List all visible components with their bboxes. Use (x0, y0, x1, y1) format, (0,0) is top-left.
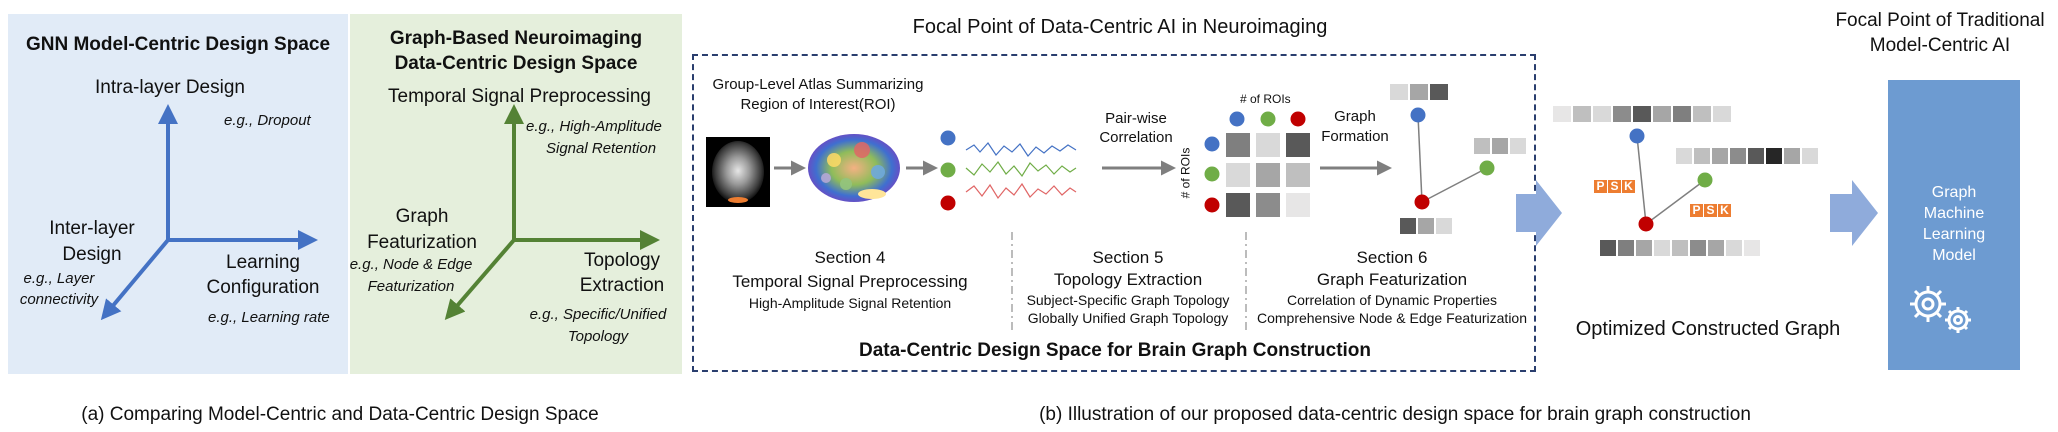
featurization-axis (444, 238, 516, 321)
learning-label-2: Configuration (206, 277, 320, 298)
section-5-subtitle: Topology Extraction (1053, 270, 1203, 289)
optimized-graph (1553, 106, 1818, 256)
topology-label-2: Extraction (579, 275, 665, 296)
inter-layer-label-1: Inter-layer (49, 218, 135, 239)
formed-graph (1390, 84, 1526, 234)
graph-to-model-arrow (1830, 180, 1878, 246)
section-5-detail-1: Subject-Specific Graph Topology (1026, 292, 1230, 308)
badge-s-1: S (1610, 179, 1619, 193)
section-5-detail-2: Globally Unified Graph Topology (1027, 310, 1229, 326)
num-rois-col-label: # of ROIs (1240, 92, 1291, 106)
topology-example-2: Topology (567, 328, 629, 345)
graph-formation-label-1: Graph (1334, 108, 1376, 125)
fmri-scan-image (706, 137, 770, 207)
inter-layer-example-2: connectivity (19, 291, 99, 308)
badge-k-2: K (1720, 203, 1729, 217)
graph-formation-label-2: Formation (1321, 128, 1389, 145)
section-6-title: Section 6 (1356, 248, 1428, 267)
section-4-title: Section 4 (814, 248, 886, 267)
data-centric-focal-title: Focal Point of Data-Centric AI in Neuroi… (912, 16, 1328, 38)
inter-layer-label-2: Design (62, 244, 122, 265)
section-6-detail-1: Correlation of Dynamic Properties (1286, 292, 1498, 308)
bold-time-series (965, 142, 1077, 200)
gear-icon (1910, 286, 1971, 333)
graph-featurization-label-1: Graph (395, 206, 449, 227)
atlas-label-1: Group-Level Atlas Summarizing (712, 76, 924, 93)
graph-featurization-label-2: Featurization (367, 232, 477, 253)
inter-layer-example-1: e.g., Layer (23, 270, 95, 287)
pairwise-label-1: Pair-wise (1105, 110, 1167, 127)
section-6-detail-2: Comprehensive Node & Edge Featurization (1256, 310, 1528, 326)
model-label-1: Graph (1931, 184, 1977, 201)
pairwise-label-2: Correlation (1099, 129, 1173, 146)
section-4-subtitle: Temporal Signal Preprocessing (732, 272, 968, 291)
caption-a: (a) Comparing Model-Centric and Data-Cen… (81, 404, 599, 425)
temporal-example-1: e.g., High-Amplitude (526, 118, 662, 135)
intra-layer-label: Intra-layer Design (95, 77, 245, 98)
learning-example: e.g., Learning rate (208, 309, 330, 326)
topology-example-1: e.g., Specific/Unified (529, 306, 667, 323)
topology-label-1: Topology (583, 250, 661, 271)
badge-p-1: P (1596, 179, 1605, 193)
model-centric-panel (8, 14, 348, 374)
section-5-title: Section 5 (1092, 248, 1164, 267)
model-centric-title: GNN Model-Centric Design Space (25, 34, 331, 55)
data-centric-axes (444, 104, 660, 321)
temporal-label: Temporal Signal Preprocessing (388, 86, 651, 107)
intra-layer-example: e.g., Dropout (224, 112, 311, 129)
data-centric-title-2: Data-Centric Design Space (394, 53, 638, 74)
badge-s-2: S (1706, 203, 1715, 217)
traditional-focal-title-1: Focal Point of Traditional (1835, 10, 2045, 31)
learning-label-1: Learning (226, 252, 300, 273)
data-centric-title-1: Graph-Based Neuroimaging (389, 28, 643, 49)
roi-nodes (940, 130, 956, 211)
num-rois-row-label: # of ROIs (1178, 147, 1193, 199)
atlas-label-2: Region of Interest(ROI) (740, 96, 896, 113)
traditional-focal-title-2: Model-Centric AI (1869, 35, 2011, 56)
box-to-graph-arrow (1516, 180, 1562, 246)
caption-b: (b) Illustration of our proposed data-ce… (1039, 404, 1751, 425)
inter-layer-axis (100, 238, 170, 321)
model-label-4: Model (1932, 247, 1976, 264)
temporal-example-2: Signal Retention (546, 140, 657, 157)
optimized-graph-label: Optimized Constructed Graph (1575, 318, 1841, 340)
design-box-caption: Data-Centric Design Space for Brain Grap… (858, 340, 1372, 361)
badge-k-1: K (1624, 179, 1633, 193)
model-label-3: Learning (1922, 226, 1986, 243)
model-label-2: Machine (1923, 205, 1985, 222)
badge-p-2: P (1692, 203, 1701, 217)
model-centric-axes (100, 104, 318, 321)
graph-featurization-example-2: Featurization (367, 278, 455, 295)
section-4-detail: High-Amplitude Signal Retention (748, 295, 952, 311)
section-6-subtitle: Graph Featurization (1316, 270, 1468, 289)
graph-featurization-example-1: e.g., Node & Edge (349, 256, 473, 273)
correlation-matrix (1204, 111, 1310, 217)
brain-atlas-image (808, 134, 900, 202)
